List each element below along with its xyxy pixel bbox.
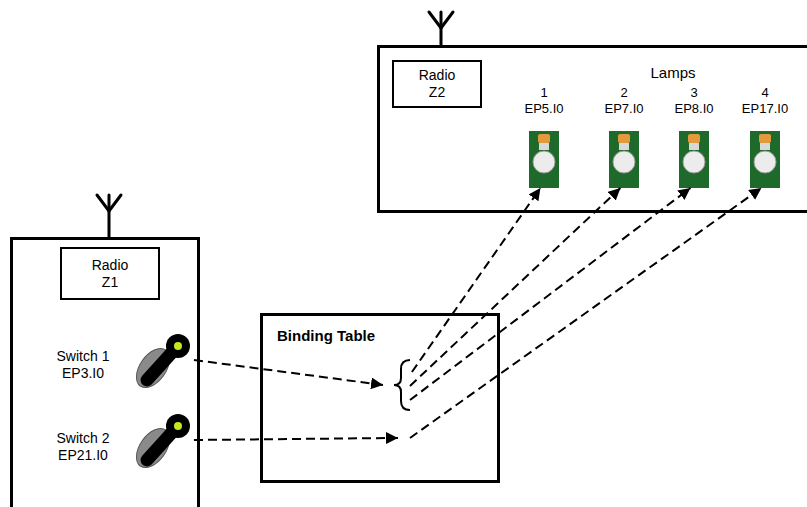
switch-label: EP3.I0	[40, 365, 126, 382]
binding-arrow	[410, 188, 620, 386]
text-group: 1EP5.I0	[508, 85, 580, 117]
lamp: 3EP8.I0	[658, 85, 730, 188]
antenna	[429, 12, 453, 45]
text-group: Binding Table	[277, 327, 477, 345]
lamp-label: 1	[508, 85, 580, 101]
radio-box: Radio Z2	[392, 60, 482, 108]
switch-label: Switch 1	[40, 348, 126, 365]
binding-arrow	[194, 438, 398, 440]
device-box-label: Lamps	[633, 64, 713, 82]
lamp-graphic	[750, 131, 780, 188]
binding-arrow	[194, 360, 383, 385]
lamp-label: EP7.I0	[588, 101, 660, 117]
text-group: Radio Z2	[394, 62, 480, 106]
lamp-graphic	[679, 131, 709, 188]
radio-box: Radio Z1	[60, 247, 160, 300]
lamp: 1EP5.I0	[508, 85, 580, 188]
radio-box-label: Radio Z2	[412, 67, 462, 101]
switch-label: Switch 2	[40, 430, 126, 447]
switch: Switch 2EP21.I0	[40, 410, 194, 470]
text-group: 2EP7.I0	[588, 85, 660, 117]
lamp-label: EP8.I0	[658, 101, 730, 117]
lamp-label: EP5.I0	[508, 101, 580, 117]
lamp: 4EP17.I0	[729, 85, 801, 188]
text-group: Radio Z1	[62, 249, 158, 298]
bracket	[394, 360, 410, 410]
text-group: Switch 2EP21.I0	[40, 430, 126, 464]
radio-box-label: Radio Z1	[85, 257, 135, 291]
device-box: LampsRadio Z21EP5.I02EP7.I03EP8.I04EP17.…	[377, 45, 807, 213]
binding-table-label: Binding Table	[277, 327, 477, 345]
lamp-graphic	[609, 131, 639, 188]
lamp-label: 3	[658, 85, 730, 101]
switch-symbol	[130, 334, 190, 393]
text-group: Switch 1EP3.I0	[40, 348, 126, 382]
lamp-label: 4	[729, 85, 801, 101]
switch-label: EP21.I0	[40, 447, 126, 464]
text-group: 3EP8.I0	[658, 85, 730, 117]
device-box: Radio Z1 Switch 1EP3.I0Switch 2EP21.I0	[10, 237, 200, 507]
lamp-label: EP17.I0	[729, 101, 801, 117]
antenna	[97, 195, 121, 237]
lamp: 2EP7.I0	[588, 85, 660, 188]
binding-arrow	[410, 188, 690, 400]
text-group: 4EP17.I0	[729, 85, 801, 117]
text-group: Lamps	[633, 64, 713, 82]
binding-arrow	[412, 188, 540, 372]
switch-symbol	[130, 414, 190, 473]
binding-table: Binding Table	[260, 313, 500, 483]
lamp-graphic	[529, 131, 559, 188]
lamp-label: 2	[588, 85, 660, 101]
switch: Switch 1EP3.I0	[40, 330, 194, 390]
